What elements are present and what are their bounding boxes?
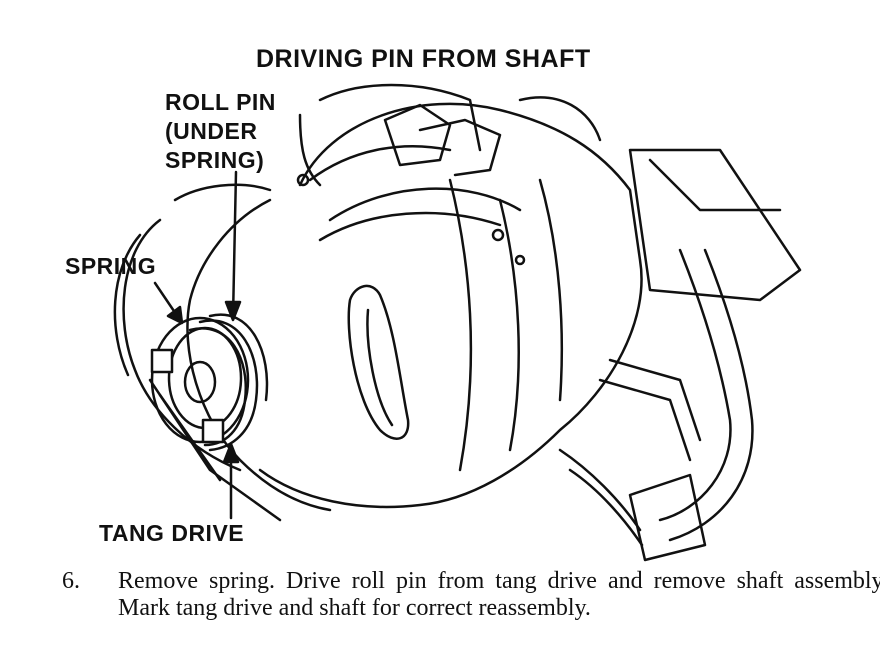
roll-pin-arrow xyxy=(224,170,242,322)
diagram-title: DRIVING PIN FROM SHAFT xyxy=(256,45,591,73)
tang-drive-label: TANG DRIVE xyxy=(99,520,245,546)
tang-drive-arrow xyxy=(222,442,240,520)
rear-disc xyxy=(113,183,282,522)
step-text: Remove spring. Drive roll pin from tang … xyxy=(118,568,880,621)
wiring-harness xyxy=(383,96,802,562)
tang-drive-assembly xyxy=(150,313,269,452)
distributor-housing xyxy=(186,83,643,512)
step-number: 6. xyxy=(62,568,80,594)
spring-label: SPRING xyxy=(65,253,157,279)
spring-arrow xyxy=(153,281,184,325)
roll-pin-label: ROLL PIN (UNDER SPRING) xyxy=(165,89,276,173)
